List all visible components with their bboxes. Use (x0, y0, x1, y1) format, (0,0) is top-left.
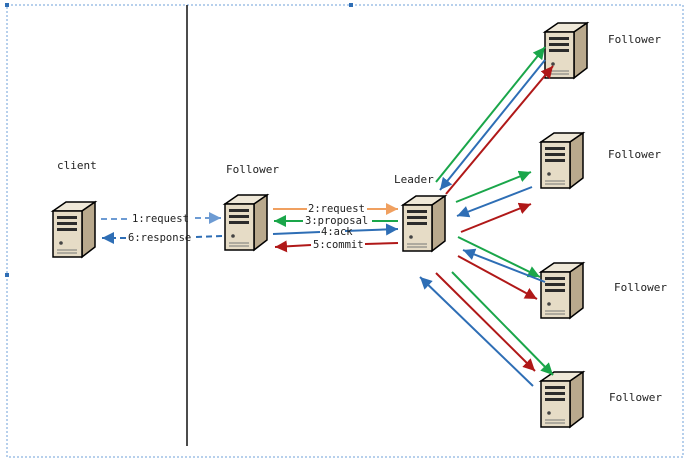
follower-2-server-icon (540, 132, 584, 189)
arrow-proposal-follower-3 (457, 236, 541, 278)
follower-3-label: Follower (614, 281, 667, 294)
client-server-icon (52, 201, 96, 258)
arrow-ack-follower-3 (462, 248, 546, 283)
arrow-ack-follower-2 (456, 186, 533, 218)
message-4-label: 4:ack (321, 226, 353, 238)
follower-4-label: Follower (609, 391, 662, 404)
arrow-commit-follower-2 (460, 202, 532, 233)
arrow-response-client-segment (194, 235, 223, 238)
arrow-proposal-follower-1 (435, 46, 546, 183)
message-6-label: 6:response (128, 232, 192, 244)
arrow-commit (274, 240, 312, 253)
follower-2-label: Follower (608, 148, 661, 161)
leader-label: Leader (394, 173, 434, 186)
message-1-label: 1:request (132, 213, 189, 225)
arrow-ack (344, 223, 399, 236)
arrow-commit-follower-3 (457, 255, 538, 300)
follower-1-server-icon (544, 22, 588, 79)
leader-server-icon (402, 195, 446, 252)
arrow-ack-follower-4 (419, 276, 534, 387)
follower-3-server-icon (540, 262, 584, 319)
frame-handle (5, 3, 9, 7)
message-5-label: 5:commit (313, 239, 364, 251)
arrow-proposal-follower-2 (455, 170, 532, 203)
frame-handle (5, 273, 9, 277)
message-2-label: 2:request (308, 203, 365, 215)
message-3-label: 3:proposal (305, 215, 369, 227)
frame-handle (349, 3, 353, 7)
arrow-proposal-follower-4 (451, 271, 554, 376)
follower-main-label: Follower (226, 163, 279, 176)
follower-4-server-icon (540, 371, 584, 428)
arrow-commit-follower-4 (435, 272, 536, 372)
client-label: client (57, 159, 97, 172)
arrow-ack-segment (272, 231, 321, 235)
follower-1-label: Follower (608, 33, 661, 46)
follower-server-icon (224, 194, 268, 251)
selection-frame (6, 4, 684, 458)
arrow-commit-follower-1 (445, 65, 554, 195)
arrow-ack-follower-1 (439, 59, 546, 191)
arrow-commit-segment (364, 242, 399, 245)
